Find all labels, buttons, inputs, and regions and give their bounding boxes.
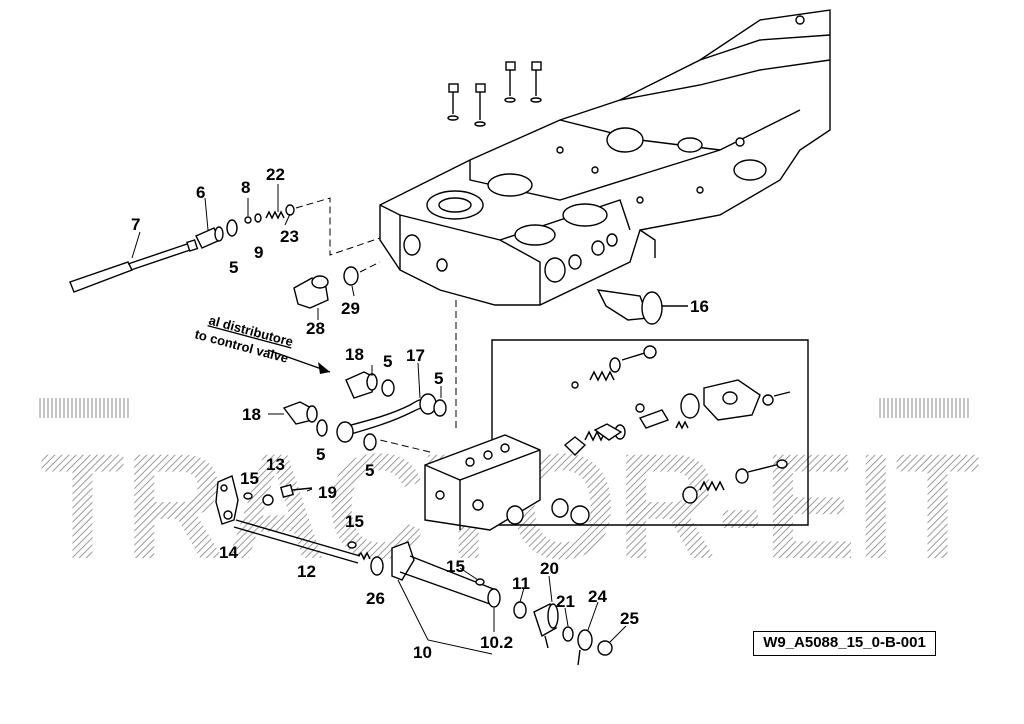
callout-10: 10 (413, 643, 432, 662)
part-16-valve (596, 289, 688, 325)
lift-housing (379, 9, 831, 306)
part-25-nut (597, 640, 613, 656)
watermark-barcode-right (879, 398, 969, 418)
callout-23: 23 (280, 227, 299, 246)
part-7-rod (69, 239, 199, 293)
part-11-ring (513, 601, 527, 619)
callout-22: 22 (266, 165, 285, 184)
screw-top-3 (504, 61, 516, 103)
part-6-nut (195, 226, 224, 249)
callout-18-a: 18 (345, 345, 364, 364)
callout-28: 28 (306, 319, 325, 338)
callout-6: 6 (196, 183, 205, 202)
part-23-ring (285, 204, 295, 216)
screw-top-4 (530, 61, 542, 103)
callout-5-d: 5 (316, 445, 325, 464)
callout-12: 12 (297, 562, 316, 581)
callout-5-b: 5 (383, 352, 392, 371)
callout-24: 24 (588, 587, 607, 606)
part-5-washer (226, 219, 238, 237)
callout-5-c: 5 (434, 369, 443, 388)
part-18-fitting-upper (345, 371, 378, 399)
part-5-washer-b (381, 379, 395, 397)
callout-15-c: 15 (446, 557, 465, 576)
screw-top-1 (447, 83, 459, 121)
dim-line-10 (397, 579, 493, 655)
part-24-clamp (577, 629, 593, 666)
callout-26: 26 (366, 589, 385, 608)
part-20-bushing (533, 602, 559, 649)
callout-13: 13 (266, 455, 285, 474)
callout-19: 19 (318, 483, 337, 502)
callout-5-a: 5 (229, 258, 238, 277)
note: al distributore to control valve (193, 312, 295, 365)
callout-16: 16 (690, 297, 709, 316)
part-13-nut (262, 494, 274, 506)
callout-17: 17 (406, 346, 425, 365)
part-15-pin-b (475, 578, 485, 586)
watermark-barcode-left (39, 398, 129, 418)
part-15-pin (347, 541, 357, 549)
callout-21: 21 (556, 592, 575, 611)
part-12-shaft (233, 519, 371, 564)
callout-20: 20 (540, 559, 559, 578)
part-5-washer-c (433, 399, 447, 417)
callout-29: 29 (341, 299, 360, 318)
callout-11: 11 (512, 574, 530, 593)
callout-15-a: 15 (240, 469, 259, 488)
part-14-lever (215, 475, 239, 525)
note-arrow-head (318, 362, 330, 374)
callout-10-2: 10.2 (480, 633, 513, 652)
part-29-washer (343, 266, 359, 286)
callout-25: 25 (620, 609, 639, 628)
part-26-ring (370, 556, 384, 576)
part-5-washer-e (363, 433, 377, 451)
callout-9: 9 (254, 243, 263, 262)
inset-box (379, 300, 809, 531)
part-28-plug (293, 275, 329, 309)
callout-8: 8 (241, 178, 250, 197)
callout-15-b: 15 (345, 512, 364, 531)
callout-5-e: 5 (365, 461, 374, 480)
part-19-bolt (280, 484, 313, 498)
part-18-fitting-lower (282, 401, 318, 425)
callout-7: 7 (131, 215, 140, 234)
drawing-code: W9_A5088_15_0-B-001 (753, 631, 936, 656)
part-21-ring (562, 626, 574, 642)
callout-18-b: 18 (242, 405, 261, 424)
part-8-ball (244, 216, 252, 224)
top-screws (447, 61, 542, 127)
part-9-ring (254, 213, 262, 223)
part-15-washer-a (243, 492, 253, 500)
callout-14: 14 (219, 543, 238, 562)
part-22-spring (265, 210, 285, 220)
leader-lines (131, 184, 627, 643)
callout-labels: 7 6 5 8 9 22 23 28 29 16 18 5 17 5 18 5 … (131, 165, 709, 662)
screw-top-2 (474, 83, 486, 127)
part-5-washer-d (316, 419, 328, 437)
